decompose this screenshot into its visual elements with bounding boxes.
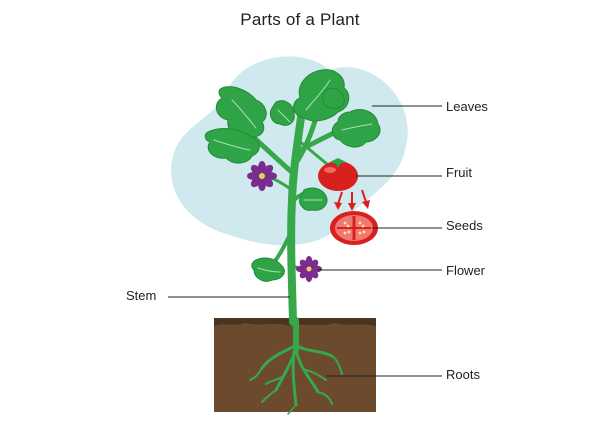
seeds-cross-section — [330, 211, 378, 245]
label-seeds: Seeds — [446, 218, 483, 233]
roots — [249, 317, 343, 415]
label-fruit: Fruit — [446, 165, 472, 180]
label-flower: Flower — [446, 263, 486, 278]
label-leaves: Leaves — [446, 99, 488, 114]
page-title: Parts of a Plant — [240, 10, 360, 29]
label-roots: Roots — [446, 367, 480, 382]
flower-upper — [247, 161, 277, 191]
leader-lines — [168, 105, 442, 377]
flower-lower — [296, 256, 322, 282]
fruit-arrows — [334, 189, 370, 211]
label-stem: Stem — [126, 288, 157, 303]
fruit — [318, 158, 358, 191]
leaf-veins — [213, 79, 373, 273]
